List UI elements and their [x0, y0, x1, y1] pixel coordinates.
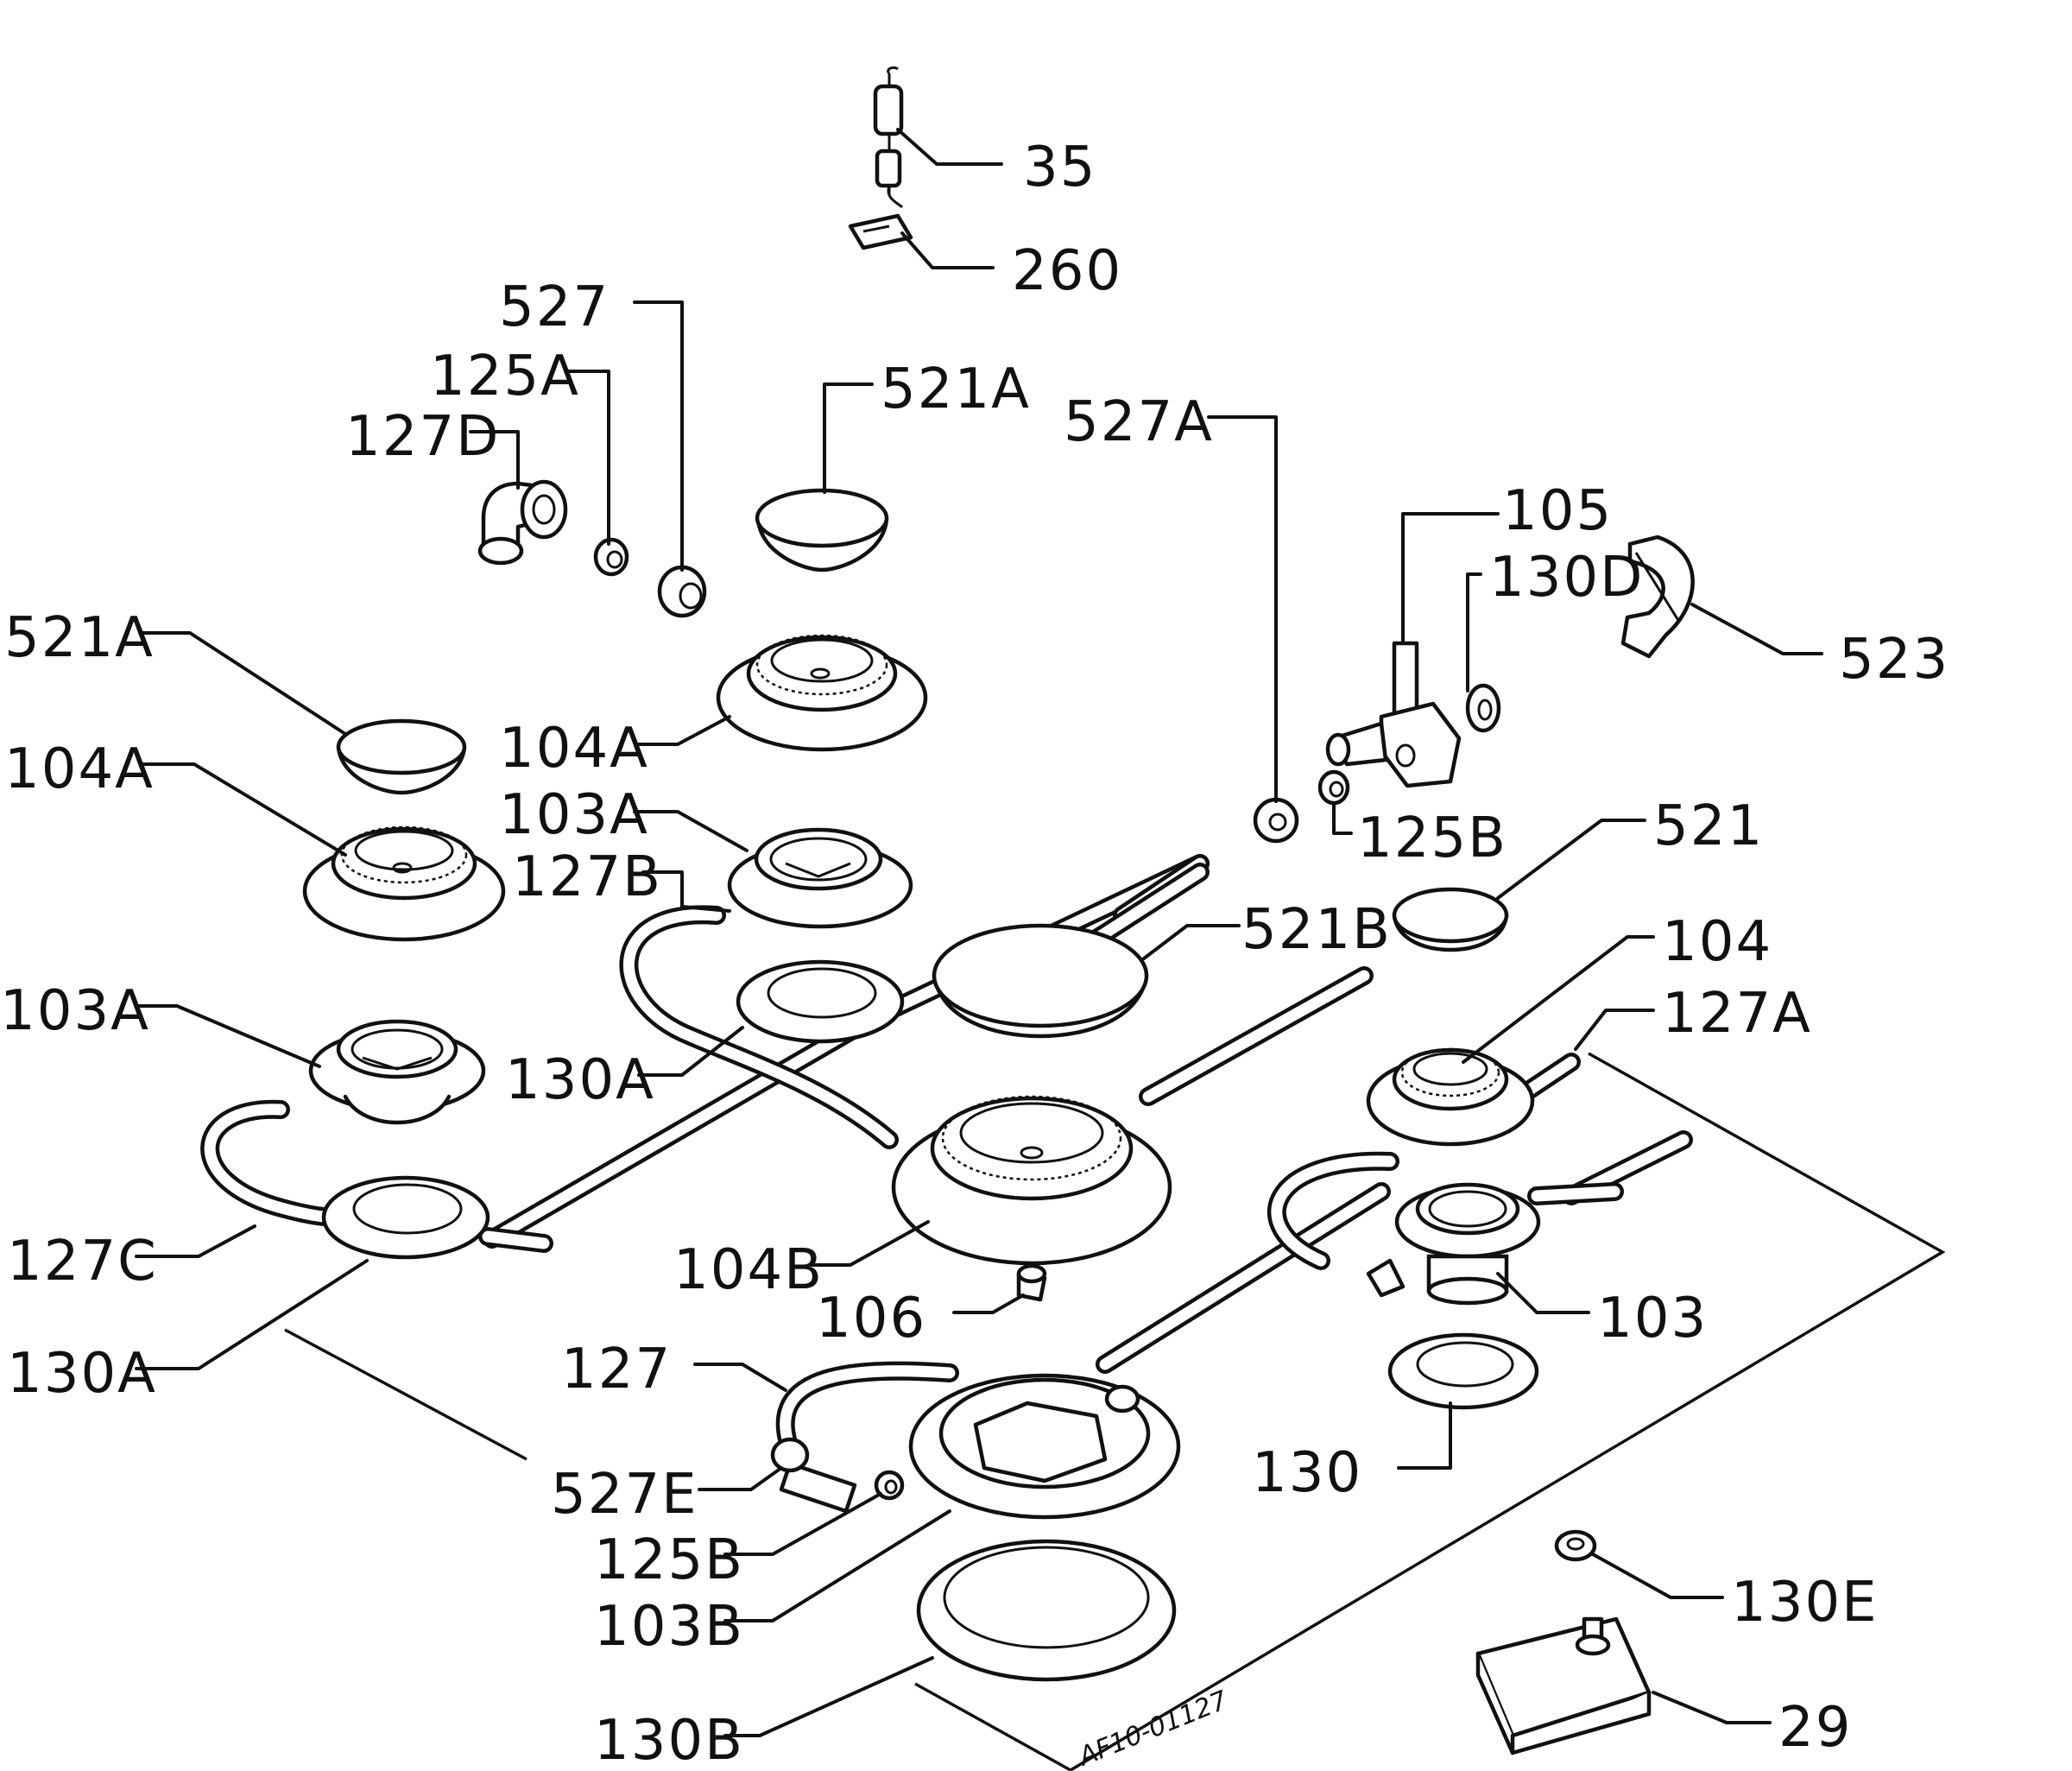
part-260-clip — [848, 213, 913, 250]
label-104A-mid: 104A — [499, 717, 649, 781]
part-104B-burner-large — [891, 1095, 1172, 1266]
part-130E-grommet — [1554, 1529, 1597, 1562]
label-104B: 104B — [673, 1238, 824, 1302]
part-104-burner — [1366, 1047, 1535, 1147]
part-521-cap — [1392, 887, 1509, 952]
part-125B-injector-bottom — [874, 1470, 905, 1501]
label-35: 35 — [1023, 136, 1096, 199]
gas-tubes — [200, 854, 1693, 1469]
part-103A-body-mid — [727, 827, 913, 929]
part-527A-nut — [1253, 797, 1299, 844]
label-127C: 127C — [7, 1230, 158, 1293]
label-127A: 127A — [1662, 982, 1812, 1046]
part-35-electrode — [873, 66, 904, 209]
label-527E: 527E — [551, 1463, 698, 1527]
label-521B: 521B — [1241, 898, 1392, 962]
label-104A-left: 104A — [4, 737, 155, 801]
label-127B: 127B — [512, 845, 662, 909]
label-103: 103 — [1597, 1287, 1708, 1350]
part-103A-body-left — [308, 1019, 486, 1125]
label-521A-top: 521A — [881, 357, 1031, 421]
part-103B-body-large — [908, 1373, 1181, 1520]
label-106: 106 — [816, 1287, 926, 1350]
part-104A-burner-left — [302, 825, 506, 942]
label-127D: 127D — [345, 405, 500, 469]
part-130-ring — [1387, 1332, 1539, 1410]
label-104: 104 — [1662, 910, 1772, 974]
label-130D: 130D — [1489, 546, 1644, 610]
part-130D-washer — [1465, 683, 1501, 733]
label-521A-left: 521A — [4, 606, 155, 670]
label-130A-left: 130A — [7, 1342, 157, 1406]
label-527: 527 — [499, 275, 610, 339]
part-106-injector — [1016, 1263, 1047, 1302]
label-130E: 130E — [1731, 1571, 1879, 1635]
part-104A-burner-mid — [716, 634, 928, 752]
part-125A-injector — [593, 537, 629, 577]
label-125B-top: 125B — [1357, 806, 1507, 870]
label-130: 130 — [1252, 1441, 1362, 1505]
label-29: 29 — [1778, 1696, 1852, 1760]
part-130A-ring-mid — [736, 959, 905, 1044]
drawing-code: AF10-01127 — [1073, 1686, 1232, 1771]
label-127: 127 — [561, 1338, 672, 1401]
part-127D-elbow — [477, 479, 568, 566]
label-105: 105 — [1502, 479, 1613, 543]
callout-labels: 35 260 527 125A 127D 521A 527A 105 130D … — [0, 136, 1949, 1771]
part-521B-cap-large — [932, 923, 1149, 1039]
label-103A-mid: 103A — [499, 783, 649, 847]
part-521A-cap-top — [755, 488, 889, 572]
label-260: 260 — [1012, 239, 1122, 303]
part-29-spark-generator — [1475, 1616, 1652, 1755]
label-103B: 103B — [594, 1595, 744, 1659]
label-523: 523 — [1839, 628, 1949, 692]
label-103A-left: 103A — [0, 979, 150, 1043]
part-527-fitting — [657, 565, 707, 618]
part-521A-cap-left — [336, 718, 467, 795]
label-125A: 125A — [430, 345, 580, 408]
label-130A-mid: 130A — [505, 1048, 655, 1112]
part-527E-fitting — [770, 1437, 857, 1514]
part-103-body — [1366, 1182, 1541, 1306]
leader-lines — [135, 128, 1823, 1737]
part-105-valve — [1325, 641, 1462, 788]
label-521: 521 — [1653, 794, 1764, 858]
label-125B-bottom: 125B — [594, 1528, 744, 1592]
label-527A: 527A — [1064, 390, 1214, 454]
part-130B-ring-large — [916, 1539, 1177, 1682]
part-523-bracket — [1620, 534, 1695, 659]
part-125B-injector-top — [1317, 769, 1350, 806]
part-130A-ring-left — [321, 1175, 490, 1260]
label-130B: 130B — [594, 1709, 744, 1771]
